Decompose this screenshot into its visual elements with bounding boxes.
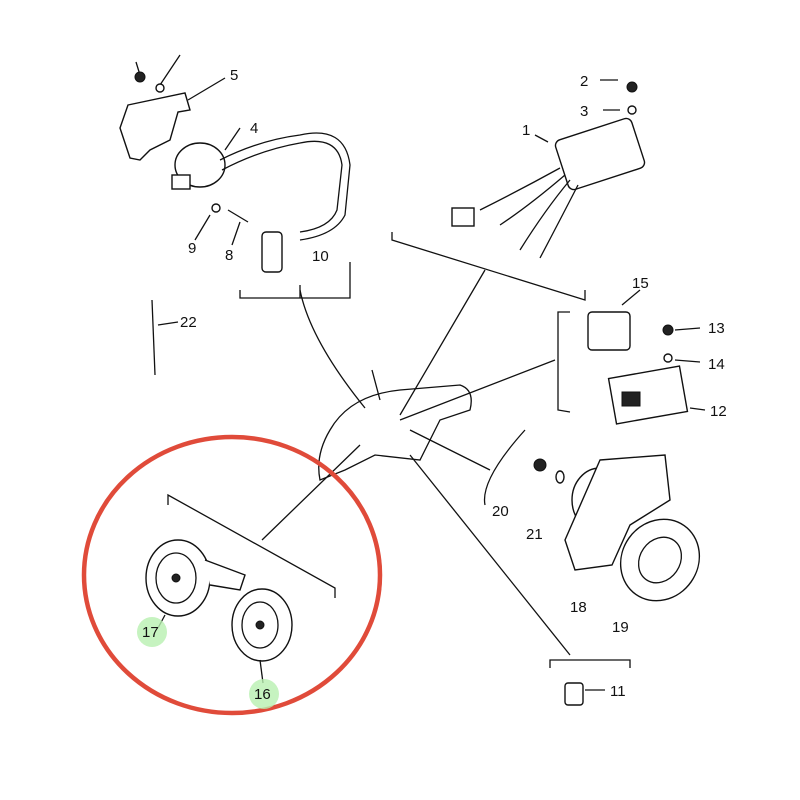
cdi-unit-part-1 (391, 79, 646, 301)
callout-14: 14 (708, 356, 725, 373)
callout-19: 19 (612, 619, 629, 636)
callout-4: 4 (250, 120, 258, 137)
washer-part-21 (555, 470, 565, 484)
callout-22: 22 (180, 314, 197, 331)
callout-3: 3 (580, 103, 588, 120)
badge-17 (137, 617, 167, 647)
callout-18: 18 (570, 599, 587, 616)
callout-10: 10 (312, 248, 329, 265)
bracket-line-18 (483, 429, 526, 506)
callout-1: 1 (522, 122, 530, 139)
highlight-circle (81, 434, 383, 716)
callout-11: 11 (610, 683, 626, 700)
rectifier-part-12 (607, 365, 689, 425)
badge-16 (249, 679, 279, 709)
callout-9: 9 (188, 240, 196, 257)
callout-13: 13 (708, 320, 725, 337)
callout-8: 8 (225, 247, 233, 264)
frame-silhouette (261, 269, 571, 656)
callout-21: 21 (526, 526, 543, 543)
horn-bracket-line (167, 493, 336, 598)
bracket-part-5 (119, 54, 226, 161)
sensor-part-18 (564, 454, 671, 571)
callout-2: 2 (580, 73, 588, 90)
relay-part-15 (587, 289, 641, 351)
callout-5: 5 (230, 67, 238, 84)
callout-15: 15 (632, 275, 649, 292)
horn-part-16 (231, 588, 293, 684)
switch-part-11 (549, 659, 631, 706)
callout-17: 17 (142, 624, 159, 641)
callout-20: 20 (492, 503, 509, 520)
horn-part-17 (145, 539, 246, 629)
bolt-part-13 (662, 324, 674, 336)
bolt-part-20 (533, 458, 547, 472)
washer-part-14 (663, 353, 673, 363)
cable-tie-part-22 (151, 299, 156, 376)
gasket-part-19 (619, 518, 701, 602)
ignition-coil-part-4 (171, 127, 351, 299)
callout-12: 12 (710, 403, 727, 420)
callout-16: 16 (254, 686, 271, 703)
